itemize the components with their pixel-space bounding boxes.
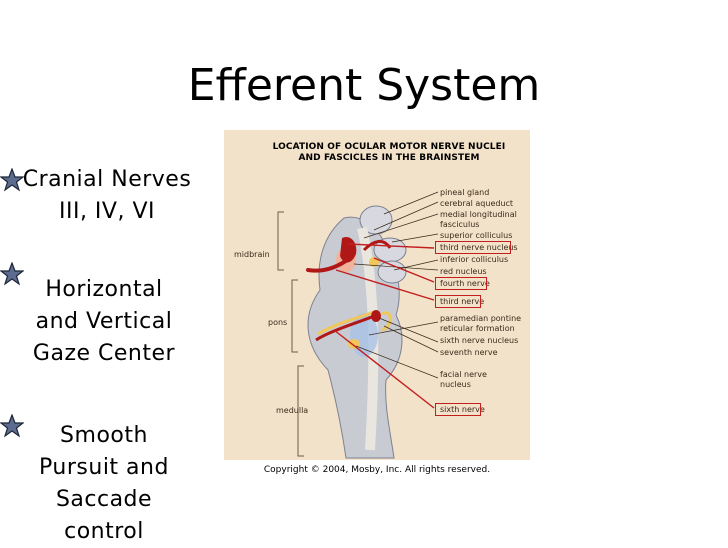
highlight-box	[435, 295, 481, 308]
bullet-line: Pursuit and	[39, 455, 169, 480]
star-bullet-icon	[0, 168, 24, 192]
structure-label: sixth nerve nucleus	[440, 336, 519, 345]
star-bullet-icon	[0, 414, 24, 438]
structure-label: inferior colliculus	[440, 255, 509, 264]
structure-label: superior colliculus	[440, 231, 513, 240]
region-label: medulla	[276, 406, 309, 415]
structure-label: seventh nerve	[440, 348, 498, 357]
bullet-smooth-pursuit: Smooth Pursuit and Saccade control	[4, 420, 204, 548]
bullet-line: control	[64, 519, 144, 544]
bullet-line: and Vertical	[35, 309, 173, 334]
structure-label: nucleus	[440, 380, 471, 389]
structure-label-highlighted: third nerve nucleus	[440, 243, 518, 252]
structure-label: reticular formation	[440, 324, 515, 333]
structure-label: facial nerve	[440, 370, 487, 379]
bullet-line: Horizontal	[45, 277, 163, 302]
brainstem-illustration	[277, 191, 439, 459]
bullet-line: Gaze Center	[32, 341, 176, 366]
star-bullet-icon	[0, 262, 24, 286]
figure-caption-line1: LOCATION OF OCULAR MOTOR NERVE NUCLEI	[272, 142, 506, 152]
bullet-line: III, IV, VI	[58, 199, 155, 224]
brainstem-figure: LOCATION OF OCULAR MOTOR NERVE NUCLEI AN…	[224, 130, 530, 482]
highlight-box	[435, 277, 487, 290]
bullet-cranial-nerves: Cranial Nerves III, IV, VI	[0, 164, 214, 228]
structure-label-highlighted: fourth nerve	[440, 279, 490, 288]
structure-label: cerebral aqueduct	[440, 199, 514, 208]
structure-label: red nucleus	[440, 267, 487, 276]
figure-copyright: Copyright © 2004, Mosby, Inc. All rights…	[224, 460, 530, 482]
structure-label: medial longitudinal	[440, 210, 517, 219]
region-label: midbrain	[234, 250, 270, 259]
structure-label: pineal gland	[440, 188, 490, 197]
bullet-line: Smooth	[60, 423, 148, 448]
bullet-line: Cranial Nerves	[22, 167, 192, 192]
region-label: pons	[268, 318, 288, 327]
slide-title: Efferent System	[187, 60, 541, 111]
figure-caption-line2: AND FASCICLES IN THE BRAINSTEM	[298, 153, 480, 163]
highlight-box	[435, 403, 481, 416]
structure-label-highlighted: third nerve	[440, 297, 485, 306]
structure-label: paramedian pontine	[440, 314, 522, 323]
structure-label: fasciculus	[440, 220, 480, 229]
highlight-box	[435, 241, 511, 254]
structure-label-highlighted: sixth nerve	[440, 405, 485, 414]
bullet-gaze-center: Horizontal and Vertical Gaze Center	[4, 274, 204, 370]
bullet-line: Saccade	[55, 487, 153, 512]
